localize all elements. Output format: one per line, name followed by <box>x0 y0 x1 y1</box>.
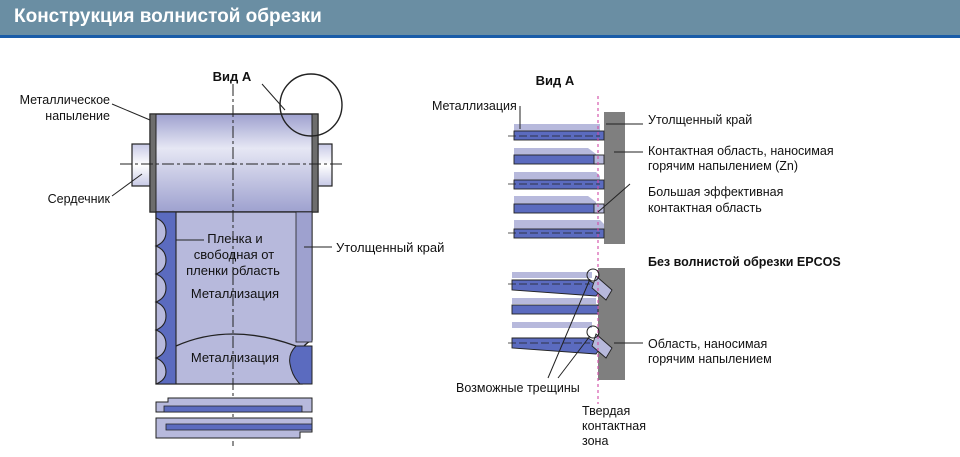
nw-blue-3 <box>511 337 603 355</box>
crack-circle-1 <box>586 268 600 282</box>
nw-blue-2 <box>511 304 599 315</box>
hard-zone-label-1: Твердая <box>582 404 630 418</box>
metal-spray-right <box>311 113 319 213</box>
leader-view-circle <box>261 83 286 111</box>
leader-core <box>111 173 143 197</box>
metallization-bottom-label: Металлизация <box>191 350 279 365</box>
leader-metal-spray <box>111 103 151 121</box>
layer-blue-3 <box>513 179 605 190</box>
metal-spray-left <box>149 113 157 213</box>
left-drawing: Вид А Металлическое напыление Сердечник … <box>20 69 444 446</box>
nw-tab-1 <box>591 275 613 301</box>
capacitor-cylinder <box>149 113 319 213</box>
title-bar: Конструкция волнистой обрезки <box>0 0 960 38</box>
right-view-label: Вид А <box>536 73 575 88</box>
eff-contact-label-1: Большая эффективная <box>648 185 783 199</box>
film-label-2: свободная от <box>194 247 274 262</box>
metallization-top-label: Металлизация <box>191 286 279 301</box>
nw-tab-3 <box>591 333 613 359</box>
right-drawing: Вид А Металлизация Утолщенный край Конта… <box>432 73 841 448</box>
capacitor-diagram: Вид А Металлическое напыление Сердечник … <box>20 69 841 448</box>
spray-area-label-2: горячим напылением <box>648 352 772 366</box>
right-thick-edge-label: Утолщенный край <box>648 113 752 127</box>
spray-area-label-1: Область, наносимая <box>648 337 767 351</box>
layer-tab-2 <box>593 154 605 165</box>
film-layer-1-blue <box>163 405 303 413</box>
page-title: Конструкция волнистой обрезки <box>14 6 322 27</box>
leader-crack-1 <box>547 278 591 379</box>
contact-block-top <box>604 112 625 244</box>
nw-light-2 <box>512 298 596 304</box>
leader-r-eff-contact <box>597 183 631 213</box>
cracks-label: Возможные трещины <box>456 381 580 395</box>
film-label-1: Пленка и <box>207 231 262 246</box>
left-view-label: Вид А <box>213 69 252 84</box>
layer-blue-5 <box>513 228 605 239</box>
wave-cut-layers <box>513 124 605 239</box>
nw-light-1 <box>512 272 592 278</box>
film-layer-2-blue <box>165 423 313 431</box>
right-metallization-label: Металлизация <box>432 99 517 113</box>
left-thick-edge-label: Утолщенный край <box>336 240 444 255</box>
contact-label-2: горячим напылением (Zn) <box>648 159 798 173</box>
thick-edge-strip <box>295 211 313 343</box>
eff-contact-label-2: контактная область <box>648 201 762 215</box>
lower-right-wave <box>289 345 313 385</box>
film-label-3: пленки область <box>186 263 280 278</box>
hard-zone-label-3: зона <box>582 434 608 448</box>
crack-circle-2 <box>586 325 600 339</box>
leader-crack-2 <box>557 335 591 379</box>
layer-blue-1 <box>513 130 605 141</box>
metal-spray-label-1: Металлическое <box>20 93 110 107</box>
core-label: Сердечник <box>48 192 111 206</box>
layer-blue-2 <box>513 154 599 165</box>
metal-spray-label-2: напыление <box>45 109 110 123</box>
layer-blue-4 <box>513 203 599 214</box>
no-wave-heading: Без волнистой обрезки EPCOS <box>648 255 841 269</box>
nw-light-3 <box>512 322 592 328</box>
layer-tab-4 <box>593 203 605 214</box>
hard-zone-label-2: контактная <box>582 419 646 433</box>
contact-label-1: Контактная область, наносимая <box>648 144 834 158</box>
metallization-divider <box>175 333 297 347</box>
wavy-edge <box>154 211 177 385</box>
